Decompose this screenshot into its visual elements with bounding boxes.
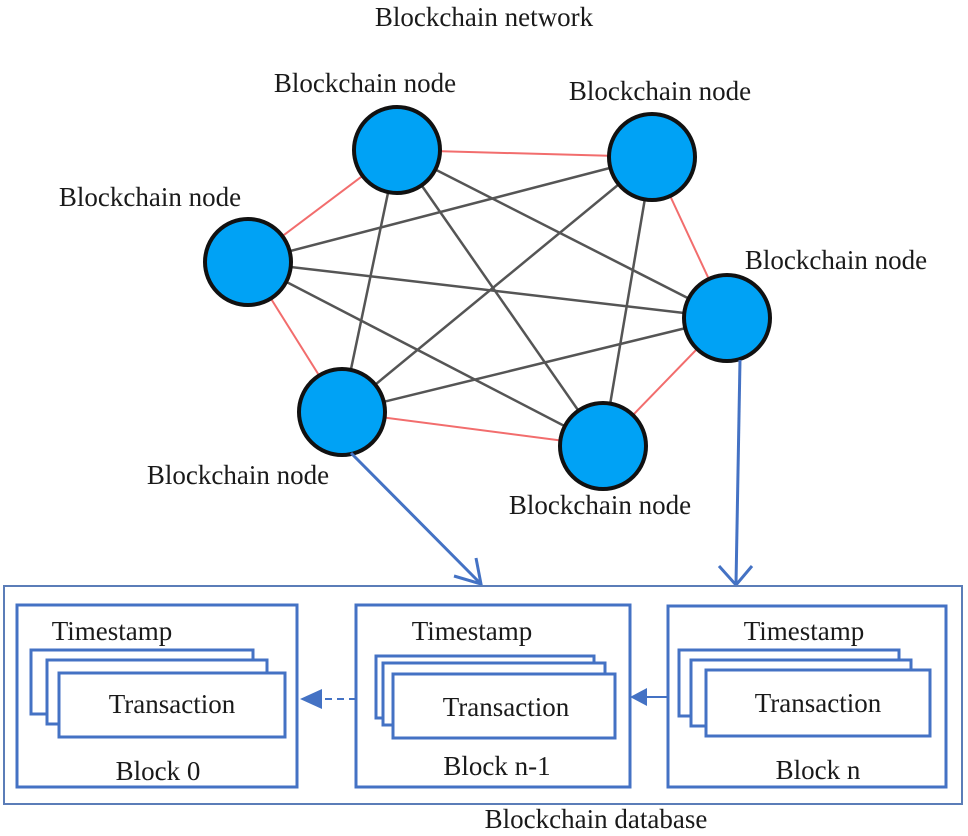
network-title: Blockchain network <box>375 2 594 32</box>
cross-edge-n4-n5 <box>341 316 728 414</box>
arrow-n5-to-block-n-1 <box>349 451 483 587</box>
blockchain-node-n1 <box>352 105 442 195</box>
block-n-1: Timestamp Transaction Block n-1 <box>354 603 632 789</box>
node-label-n6: Blockchain node <box>509 490 691 520</box>
block-n-1-transaction-box <box>391 672 617 740</box>
cross-edge-n2-n5 <box>341 156 653 413</box>
blockchain-node-n3 <box>203 217 293 307</box>
block-n-1-name: Block n-1 <box>443 751 550 781</box>
cross-edge-n1-n6 <box>395 149 605 447</box>
blockchain-node-n5 <box>297 367 387 457</box>
node-label-n1: Blockchain node <box>274 68 456 98</box>
cross-edge-n3-n6 <box>247 260 604 448</box>
block-n-1-transaction: Transaction <box>443 692 570 722</box>
cross-edge-n3-n4 <box>247 260 728 320</box>
block-0: Timestamp Transaction Block 0 <box>15 603 299 789</box>
block-n-transaction: Transaction <box>755 688 882 718</box>
block-0-transaction: Transaction <box>109 689 236 719</box>
blockchain-node-n4 <box>682 273 772 363</box>
network-nodes <box>203 105 772 491</box>
cross-edge-n2-n6 <box>601 156 654 447</box>
block-0-transaction-box <box>57 671 287 739</box>
block-n-name: Block n <box>776 755 861 785</box>
node-label-n5: Blockchain node <box>147 460 329 490</box>
link-block-n-1-to-block-0 <box>300 689 356 709</box>
block-n-transaction-box <box>704 668 932 738</box>
node-label-n2: Blockchain node <box>569 76 751 106</box>
link-block-n-to-block-n-1 <box>630 688 668 706</box>
block-n: Timestamp Transaction Block n <box>666 604 948 789</box>
blockchain-node-n6 <box>558 401 648 491</box>
block-n-1-timestamp: Timestamp <box>412 616 533 646</box>
arrow-n4-to-block-n <box>717 359 754 588</box>
block-n-timestamp: Timestamp <box>744 616 865 646</box>
cross-edge-n2-n3 <box>247 155 653 264</box>
node-label-n3: Blockchain node <box>59 182 241 212</box>
cross-edge-n1-n4 <box>396 148 728 320</box>
database-container <box>3 585 963 805</box>
block-0-name: Block 0 <box>116 756 201 786</box>
node-label-n4: Blockchain node <box>745 245 927 275</box>
blockchain-node-n2 <box>607 112 697 202</box>
block-0-timestamp: Timestamp <box>52 616 173 646</box>
database-label: Blockchain database <box>485 804 708 834</box>
